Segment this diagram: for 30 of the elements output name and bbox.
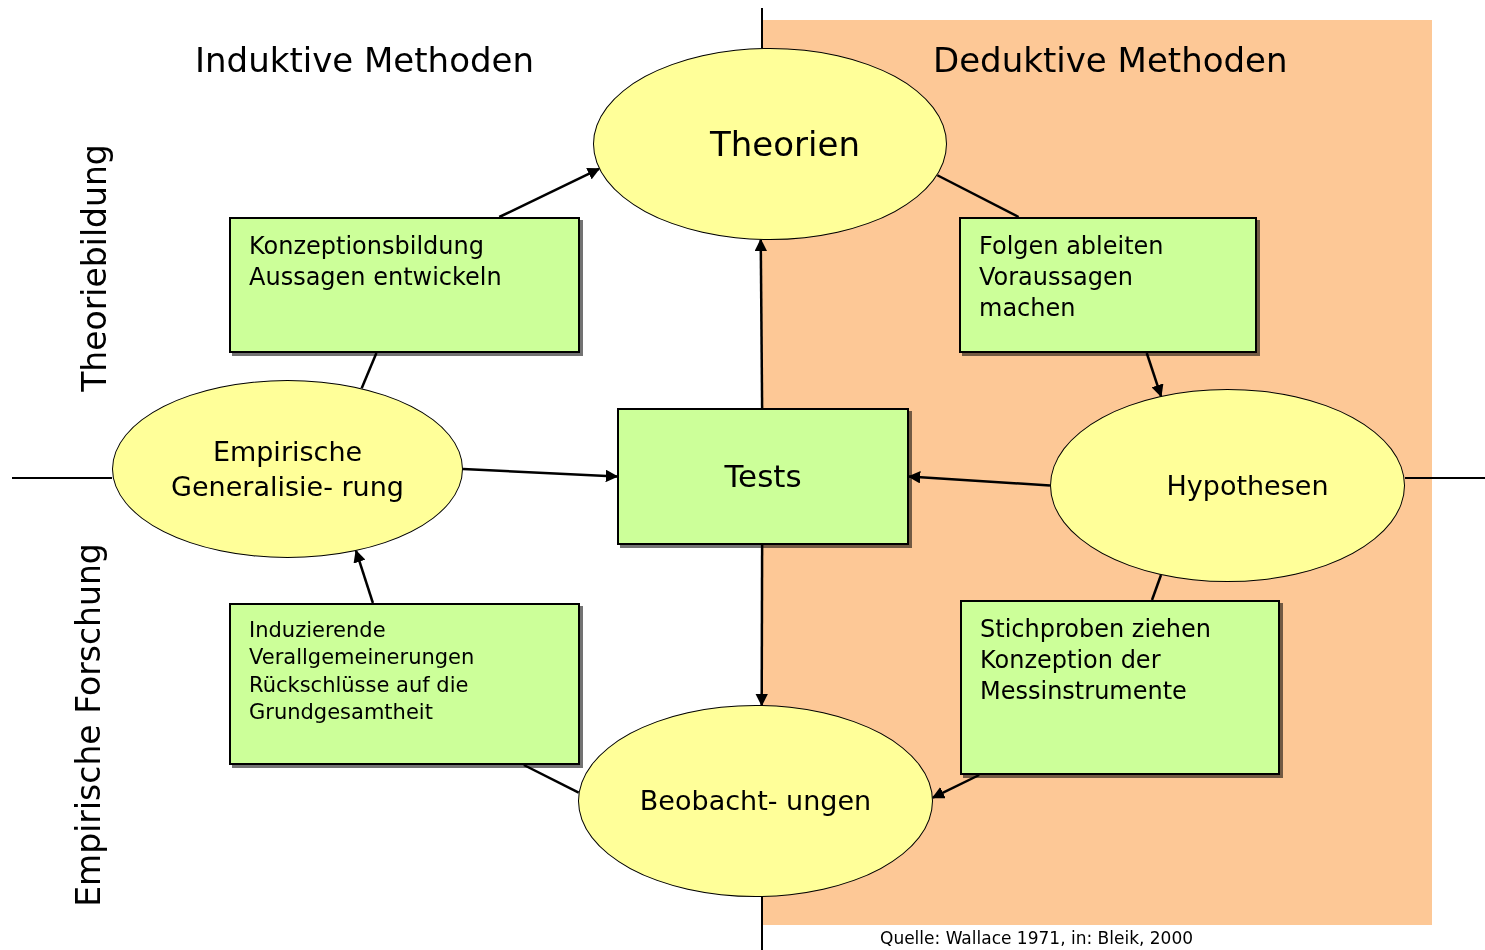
arrow <box>353 549 375 604</box>
process-box <box>959 217 1257 353</box>
row-heading: Empirische Forschung <box>68 543 108 907</box>
node-label: Stichproben ziehen <box>980 614 1212 645</box>
process-box <box>229 603 580 765</box>
arrow <box>462 467 619 483</box>
arrow <box>754 238 768 408</box>
node-label: Aussagen entwickeln <box>249 262 502 294</box>
column-heading: Deduktive Methoden <box>933 40 1288 80</box>
node-label: Tests <box>724 457 802 497</box>
process-box <box>960 600 1280 775</box>
process-box <box>617 408 909 545</box>
process-box <box>229 217 580 353</box>
node-label: Konzeptionsbildung <box>249 231 484 262</box>
node-label: Theorien <box>710 122 860 166</box>
node-label: Empirische Generalisie- rung <box>170 434 405 504</box>
node-label: Konzeption der Messinstrumente <box>980 645 1188 708</box>
node-label: Folgen ableiten <box>979 231 1164 262</box>
node-label: Rückschlüsse auf die Grundgesamtheit <box>249 671 470 726</box>
arrow <box>755 545 768 707</box>
node-label: Voraussagen machen <box>979 262 1134 325</box>
node-label: Beobacht- ungen <box>639 784 872 819</box>
node-label: Hypothesen <box>1166 468 1329 503</box>
row-heading: Theoriebildung <box>74 144 114 392</box>
column-heading: Induktive Methoden <box>195 40 534 80</box>
node-label: Induzierende Verallgemeinerungen <box>249 617 476 672</box>
arrow <box>498 167 601 219</box>
arrow <box>931 773 980 799</box>
arrow <box>1145 352 1164 398</box>
source-caption: Quelle: Wallace 1971, in: Bleik, 2000 <box>880 928 1194 948</box>
